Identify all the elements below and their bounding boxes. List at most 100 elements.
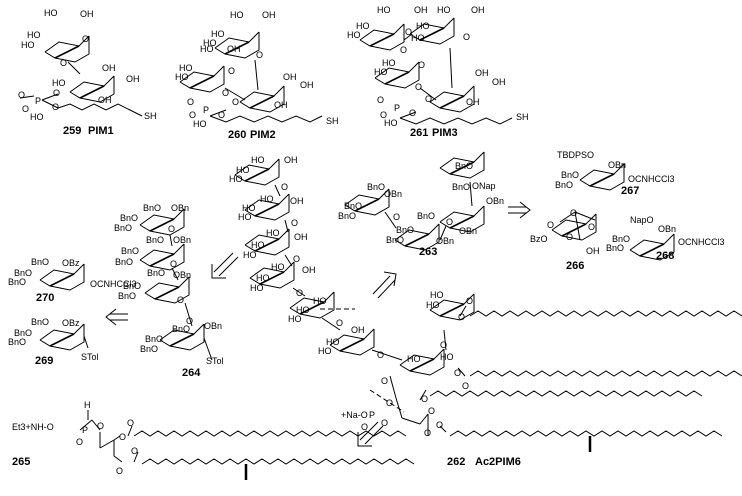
atom-label: HO <box>288 314 302 324</box>
atom-label: OH <box>126 74 140 84</box>
atom-label: BnO <box>14 268 33 278</box>
atom-label: OH <box>294 232 308 242</box>
compound-259-structure <box>19 35 143 117</box>
atom-label: OH <box>98 95 112 105</box>
label-262-name: Ac2PIM6 <box>475 456 521 468</box>
atom-label: HO <box>271 262 285 272</box>
atom-label: O <box>393 212 401 222</box>
atom-label: O <box>60 58 68 68</box>
atom-label: HO <box>250 283 264 293</box>
atom-label: O <box>462 381 470 391</box>
atom-label: HO <box>326 337 340 347</box>
atom-label: OH <box>80 9 94 19</box>
atom-label: O <box>177 295 185 305</box>
atom-label: HO <box>211 29 225 39</box>
atom-label: OCNHCCl3 <box>628 174 675 184</box>
atom-label: OH <box>283 72 297 82</box>
atom-label: OH <box>351 325 365 335</box>
atom-label: OH <box>586 246 600 256</box>
label-261-name: PIM3 <box>432 127 458 139</box>
atom-label: BnO <box>338 211 357 221</box>
atom-label: HO <box>200 44 214 54</box>
atom-label: BnO <box>118 291 137 301</box>
atom-label: BnO <box>367 182 386 192</box>
atom-label: O <box>256 50 264 60</box>
atom-label: OH <box>492 77 506 87</box>
atom-label: O <box>168 224 176 234</box>
atom-label: O <box>547 220 555 230</box>
atom-label: O <box>22 104 30 114</box>
atom-label: OH <box>471 5 485 15</box>
atom-label: OCNHCCl3 <box>90 279 137 289</box>
atom-label: O <box>296 288 304 298</box>
atom-label: O <box>588 222 596 232</box>
atom-label: O <box>440 340 448 350</box>
compound-261-structure <box>359 17 513 125</box>
atom-label: O <box>425 94 433 104</box>
atom-label: BnO <box>114 223 133 233</box>
atom-label: HO <box>30 112 44 122</box>
atom-label: HO <box>251 155 265 165</box>
atom-label: BnO <box>396 225 415 235</box>
atom-label: O <box>409 108 417 118</box>
atom-label: OBn <box>436 236 455 246</box>
label-261-number: 261 <box>410 127 429 139</box>
atom-label: BnO <box>140 344 159 354</box>
atom-label: O <box>170 259 178 269</box>
atom-label: O <box>466 296 474 306</box>
atom-label: O <box>97 421 105 431</box>
atom-label: OH <box>274 100 288 110</box>
atom-label: HO <box>243 250 257 260</box>
atom-label: ONap <box>472 181 496 191</box>
atom-label: BnO <box>115 257 134 267</box>
compound-265-structure <box>79 410 415 480</box>
atom-label: STol <box>81 352 99 362</box>
atom-label: O <box>82 34 90 44</box>
compound-260-structure <box>179 31 323 123</box>
atom-label: O <box>18 90 26 100</box>
atom-label: OBz <box>62 258 80 268</box>
atom-label: BnO <box>606 243 625 253</box>
retro-arrow-263 <box>372 271 397 299</box>
atom-label: O <box>228 66 236 76</box>
label-265-number: 265 <box>12 456 31 468</box>
atom-label: P <box>82 425 89 435</box>
atom-label: O <box>377 350 385 360</box>
atom-label: O <box>52 102 60 112</box>
compound-263-structure <box>344 151 485 251</box>
atom-label: HO <box>296 305 310 315</box>
atom-label: O <box>454 368 462 378</box>
atom-label: OBn <box>486 196 505 206</box>
atom-label: HO <box>411 33 425 43</box>
atom-label: O <box>415 82 423 92</box>
atom-label: P <box>369 410 376 420</box>
label-270-number: 270 <box>36 292 55 304</box>
retro-arrow-269 <box>105 308 128 326</box>
atom-label: O <box>218 110 226 120</box>
label-266-number: 266 <box>566 260 585 272</box>
atom-label: OBn <box>173 235 192 245</box>
atom-label: HO <box>313 296 327 306</box>
atom-label: BzO <box>530 234 548 244</box>
atom-label: BnO <box>555 180 574 190</box>
atom-label: HO <box>203 38 217 48</box>
atom-label: OH <box>302 265 316 275</box>
atom-label: OH <box>290 196 304 206</box>
atom-label: HO <box>384 118 398 128</box>
atom-label: HO <box>193 119 207 129</box>
atom-label: BnO <box>455 161 474 171</box>
compound-269-structure <box>39 323 89 351</box>
atom-label: HO <box>347 30 361 40</box>
atom-label: HO <box>44 8 58 18</box>
atom-label: O <box>186 316 194 326</box>
label-268-number: 268 <box>656 250 675 262</box>
atom-label: O <box>381 418 389 428</box>
atom-label: O <box>446 217 454 227</box>
atom-label: O <box>380 110 388 120</box>
atom-label: HO <box>382 58 396 68</box>
atom-label: O <box>53 88 61 98</box>
atom-label: HO <box>179 63 193 73</box>
retro-arrow-265 <box>357 421 384 447</box>
atom-label: HO <box>236 165 250 175</box>
